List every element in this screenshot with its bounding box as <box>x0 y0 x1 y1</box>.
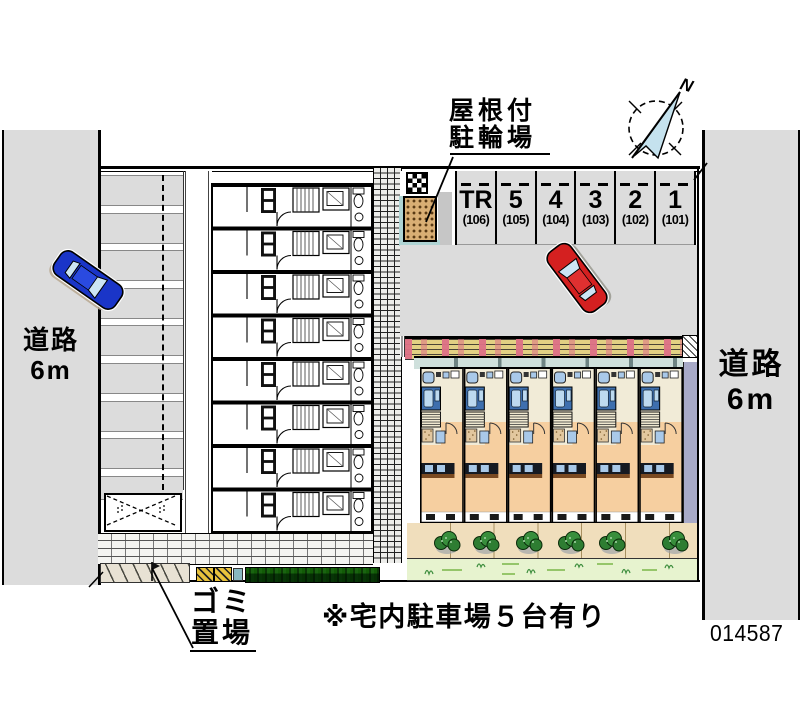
hedge-strip <box>245 567 380 583</box>
stall-5: 5 (105) <box>494 171 535 245</box>
stall-stop-line <box>460 183 491 186</box>
stall-number: 1 <box>668 185 682 214</box>
site-boundary-bottom <box>98 580 700 582</box>
stall-stop-line <box>580 183 611 186</box>
stall-code: (102) <box>621 212 649 227</box>
parking-stall <box>101 438 183 470</box>
bicycle-label-underline <box>450 153 550 155</box>
bicycle-label-line2: 駐輪場 <box>449 124 537 152</box>
parking-stall <box>101 175 183 206</box>
parking-stall <box>101 362 183 394</box>
stall-code: (103) <box>582 212 609 227</box>
road-name: 道路 <box>718 348 785 381</box>
bicycle-label-line1: 屋根付 <box>449 97 537 125</box>
garbage-marker-flag <box>151 562 160 581</box>
stall-code: (106) <box>462 212 490 227</box>
garbage-label-line2: 置場 <box>191 617 254 648</box>
stall-stop-line <box>660 183 691 186</box>
stall-tr: TR (106) <box>457 171 495 245</box>
compass: N <box>628 74 696 160</box>
stall-number: 4 <box>548 185 563 214</box>
stall-3: 3 (103) <box>574 171 614 245</box>
parking-note: ※宅内駐車場５台有り <box>322 602 607 632</box>
road-width: 6m <box>726 382 777 416</box>
bicycle-canopy-shadow <box>438 192 452 245</box>
garbage-bin <box>214 567 232 582</box>
stall-code: (105) <box>502 212 530 227</box>
plan-id: 014587 <box>710 620 784 646</box>
apartment-units-plan <box>211 185 373 533</box>
parking-stall <box>101 400 183 432</box>
roof-canopy-strip <box>414 356 683 369</box>
bicycle-canopy-edge-bottom <box>399 240 440 246</box>
bicycle-parking-box <box>403 196 437 242</box>
side-wall <box>683 362 697 538</box>
brick-fence <box>405 336 682 360</box>
gate-left <box>400 336 405 357</box>
road-name: 道路 <box>22 325 79 355</box>
stall-code: (101) <box>661 212 689 227</box>
garbage-bin <box>196 567 214 582</box>
stall-number: 2 <box>628 185 643 214</box>
bicycle-canopy-edge-left <box>399 196 403 246</box>
bicycle-parking-label: 屋根付駐輪場 <box>449 98 536 152</box>
brick-pavement <box>98 533 373 565</box>
x-mark <box>106 495 176 526</box>
stall-stop-line <box>500 183 531 186</box>
site-boundary-right <box>697 166 699 580</box>
entrance-steps <box>682 335 698 358</box>
stall-code: (104) <box>542 212 569 227</box>
site-boundary-top <box>100 166 700 169</box>
parking-stall-row: TR (106) 5 (105) 4 (104) 3 (103) 2 (102)… <box>457 171 696 245</box>
garbage-label-line1: ゴミ <box>191 586 254 617</box>
stall-stop-line <box>620 183 651 186</box>
parking-strip-left <box>101 175 183 500</box>
meter-box <box>406 172 428 194</box>
terrace-bushes <box>434 531 689 555</box>
stall-stop-line <box>540 183 571 186</box>
garbage-area-label: ゴミ置場 <box>191 586 253 648</box>
compass-north-label: N <box>678 74 696 96</box>
terrace <box>407 523 697 558</box>
stall-1: 1 (101) <box>654 171 694 245</box>
stall-4: 4 (104) <box>534 171 575 245</box>
grass-plants <box>424 563 674 577</box>
garbage-bin-small <box>233 568 243 581</box>
stall-number: 3 <box>588 185 603 214</box>
building-corridor <box>185 171 212 533</box>
blue-car <box>49 248 125 312</box>
parking-stall <box>101 250 183 282</box>
stall-2: 2 (102) <box>614 171 654 245</box>
stall-number: TR <box>459 185 493 214</box>
row-houses-plan <box>420 367 683 523</box>
road-width: 6m <box>30 354 72 385</box>
stall-row-bottom-line <box>457 244 694 245</box>
red-car <box>545 241 612 315</box>
building-corridor-line <box>208 171 209 533</box>
parking-stall <box>101 212 183 244</box>
parking-stall <box>101 325 183 357</box>
parking-dashed-line <box>162 175 164 490</box>
building-hatch-strip <box>373 168 402 563</box>
stall-number: 5 <box>508 185 523 214</box>
parking-strip-edge <box>183 171 184 490</box>
x-marked-area <box>104 493 182 532</box>
garbage-label-underline <box>190 650 256 652</box>
